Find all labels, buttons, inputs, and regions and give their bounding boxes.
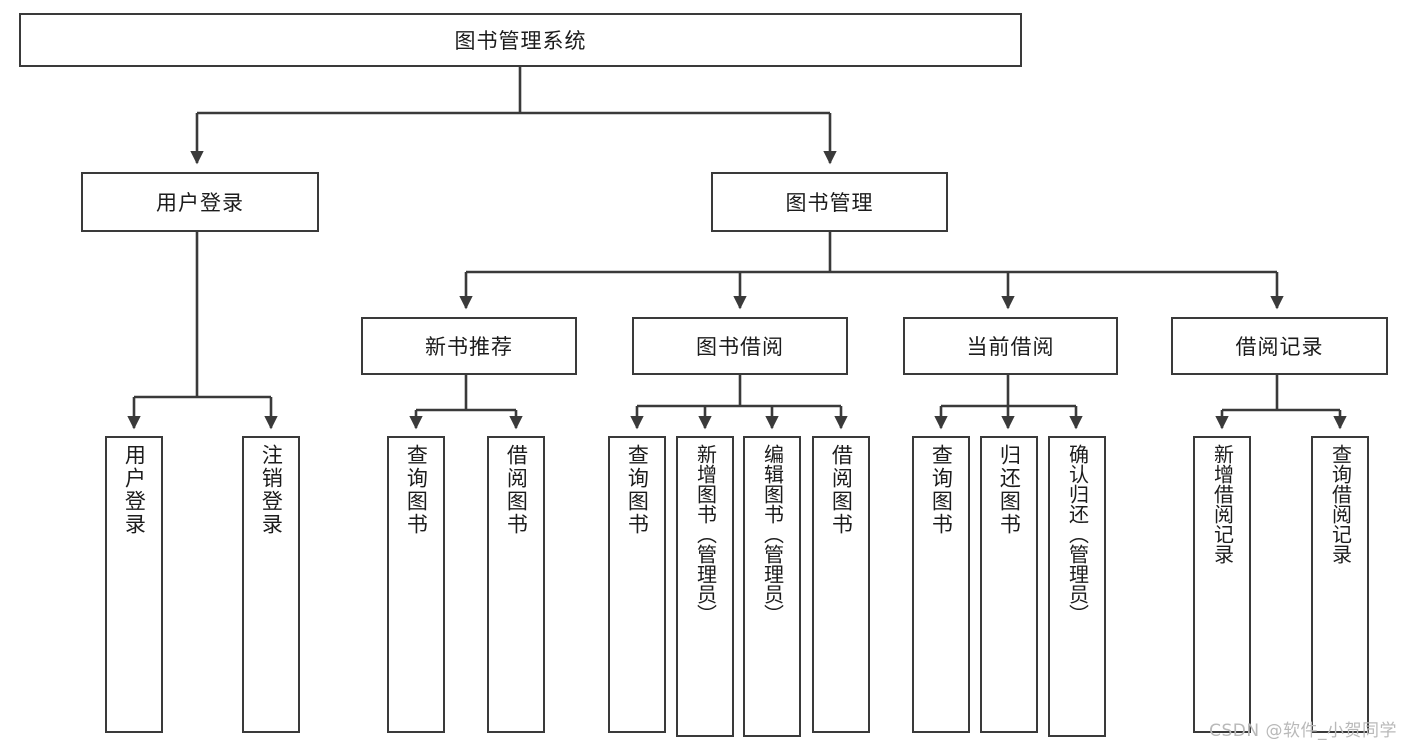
node-leaf-edit-book[interactable]: 编辑图书（管理员） [743,436,801,737]
node-label: 借阅图书 [504,444,529,536]
node-leaf-confirm-return[interactable]: 确认归还（管理员） [1048,436,1106,737]
node-label: 新增图书（管理员） [693,444,718,624]
node-root-book-management-system[interactable]: 图书管理系统 [19,13,1022,67]
node-label: 确认归还（管理员） [1065,444,1090,624]
node-leaf-user-login[interactable]: 用户登录 [105,436,163,733]
watermark-text: CSDN @软件_小贺同学 [1209,721,1397,741]
node-label: 图书借阅 [696,335,784,359]
node-label: 借阅图书 [829,444,854,536]
node-leaf-return-book[interactable]: 归还图书 [980,436,1038,733]
node-current-borrow[interactable]: 当前借阅 [903,317,1118,375]
node-leaf-add-borrow-record[interactable]: 新增借阅记录 [1193,436,1251,733]
node-label: 查询图书 [404,444,429,536]
node-label: 注销登录 [259,444,284,536]
node-label: 当前借阅 [966,335,1055,359]
node-book-management[interactable]: 图书管理 [711,172,948,232]
node-user-login[interactable]: 用户登录 [81,172,319,232]
node-label: 借阅记录 [1235,335,1324,359]
node-label: 查询图书 [929,444,954,536]
node-leaf-borrow-book-borrow[interactable]: 借阅图书 [812,436,870,733]
node-label: 查询图书 [625,444,650,536]
node-leaf-query-book-recommend[interactable]: 查询图书 [387,436,445,733]
node-leaf-query-book-current[interactable]: 查询图书 [912,436,970,733]
node-label: 归还图书 [997,444,1022,536]
node-leaf-query-borrow-record[interactable]: 查询借阅记录 [1311,436,1369,733]
node-leaf-query-book-borrow[interactable]: 查询图书 [608,436,666,733]
node-book-borrow[interactable]: 图书借阅 [632,317,848,375]
node-leaf-logout-login[interactable]: 注销登录 [242,436,300,733]
node-label: 查询借阅记录 [1328,444,1353,564]
node-label: 用户登录 [156,191,244,215]
node-label: 新增借阅记录 [1210,444,1235,564]
node-label: 编辑图书（管理员） [760,444,785,624]
node-label: 图书管理 [785,191,874,215]
node-leaf-add-book[interactable]: 新增图书（管理员） [676,436,734,737]
node-new-book-recommend[interactable]: 新书推荐 [361,317,577,375]
node-label: 用户登录 [122,444,147,536]
node-label: 图书管理系统 [454,29,587,53]
node-label: 新书推荐 [425,335,513,359]
node-leaf-borrow-book-recommend[interactable]: 借阅图书 [487,436,545,733]
node-borrow-record[interactable]: 借阅记录 [1171,317,1388,375]
